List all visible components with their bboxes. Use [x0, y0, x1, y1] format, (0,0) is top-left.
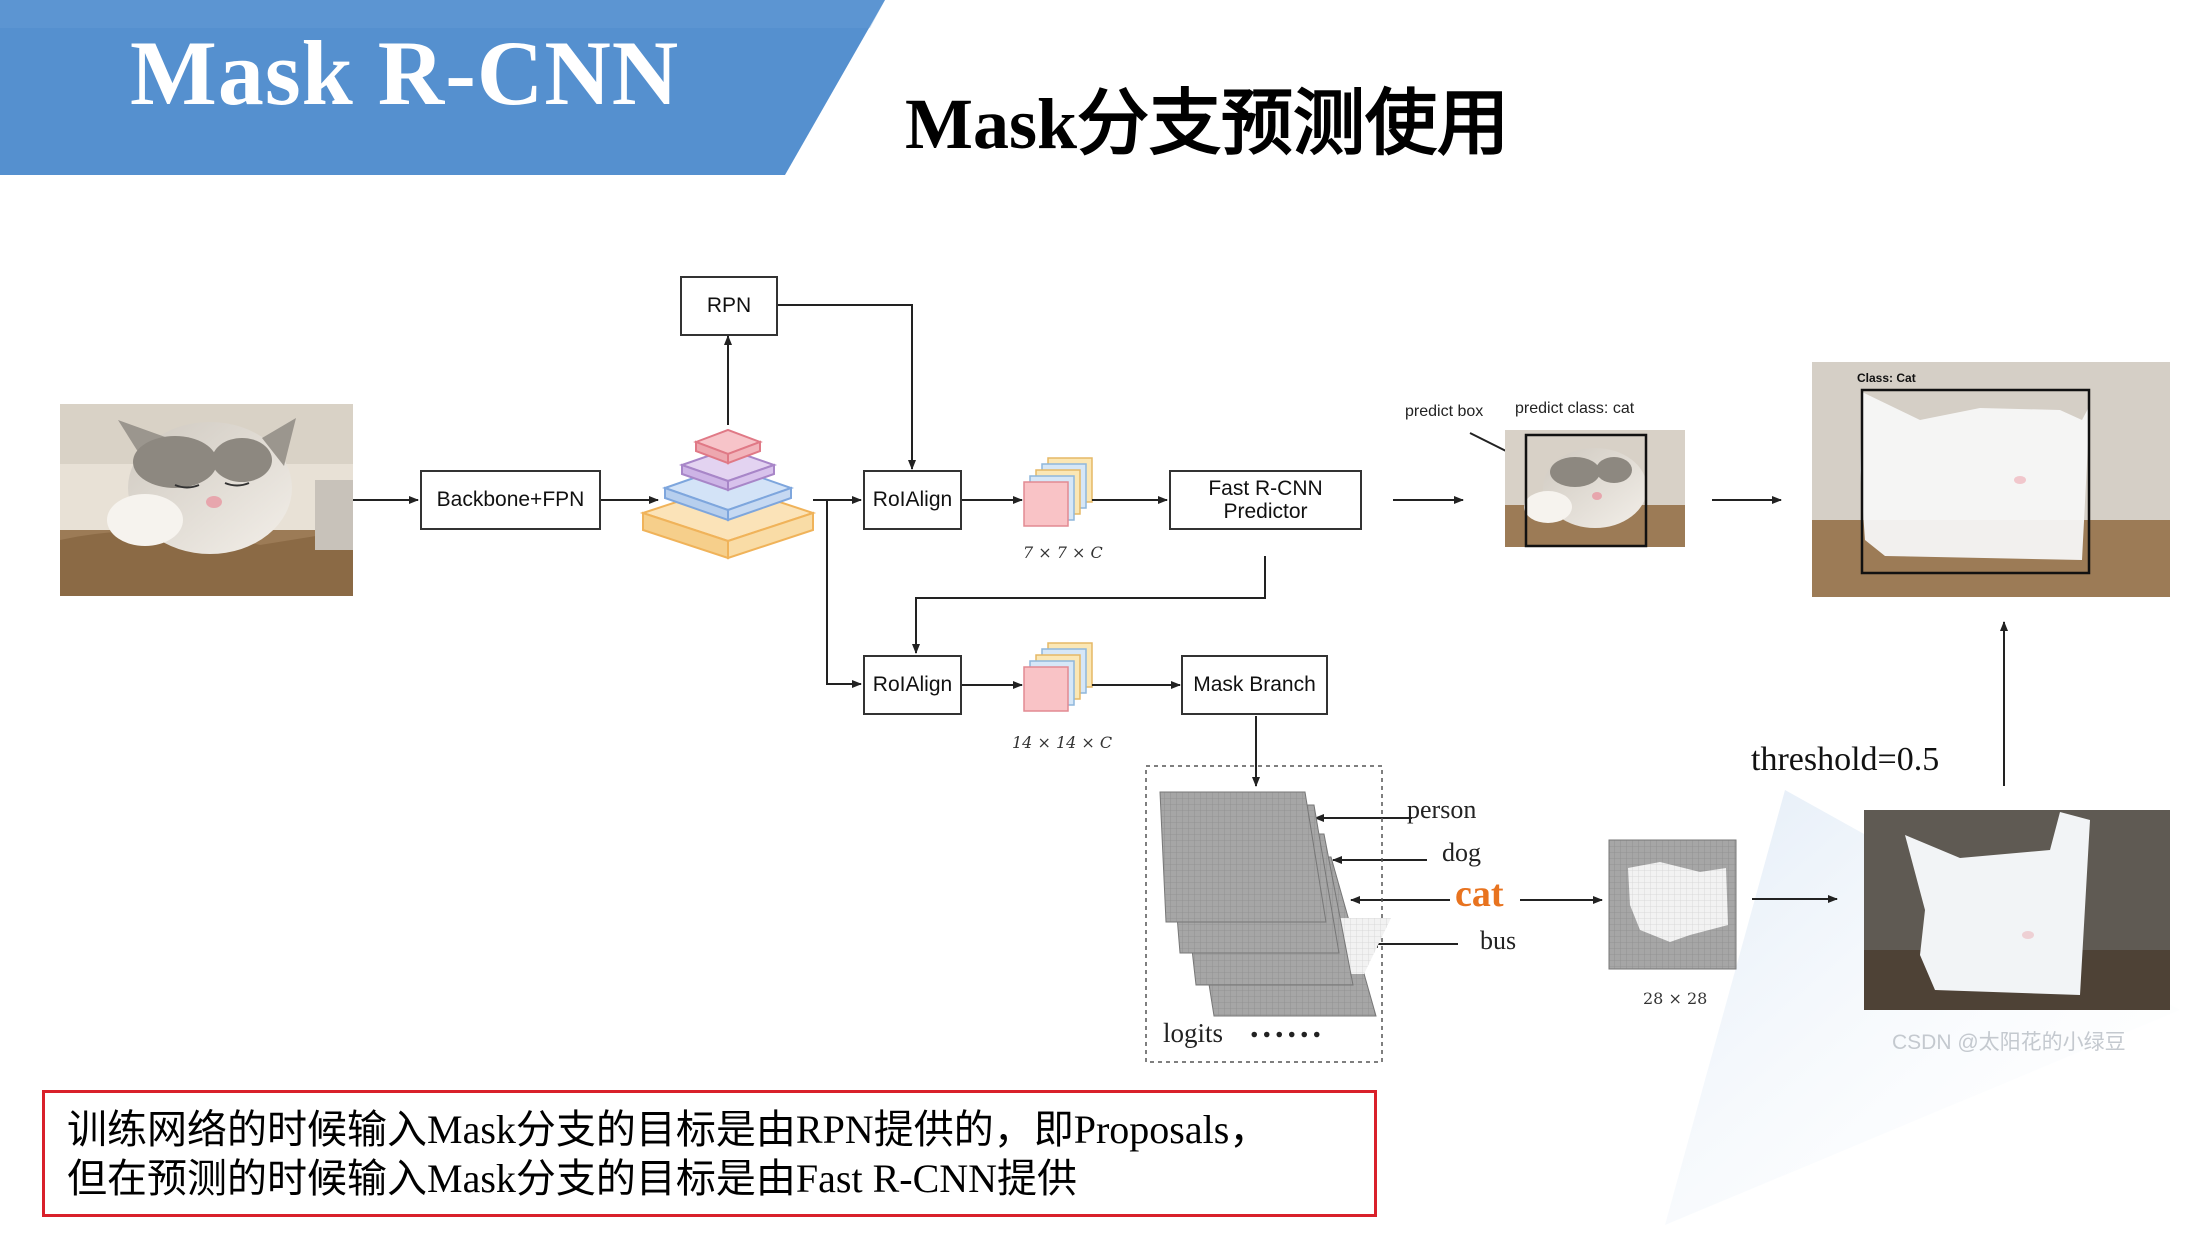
predict-box-label: predict box	[1405, 403, 1484, 420]
slide-title: Mask分支预测使用	[905, 84, 1510, 164]
mask-branch-box: Mask Branch	[1181, 655, 1328, 715]
logits-ellipsis: ......	[1250, 1008, 1325, 1045]
feature-stack-bottom	[1023, 642, 1093, 712]
class-cat-label: Class: Cat	[1857, 371, 1916, 385]
logits-stack	[1145, 765, 1391, 1063]
logits-label: logits	[1163, 1018, 1224, 1048]
mask-image	[1864, 810, 2170, 1010]
watermark: CSDN @太阳花的小绿豆	[1892, 1031, 2126, 1054]
final-result-image	[1812, 362, 2170, 597]
dim-bottom-label: 14 × 14 × C	[1012, 733, 1113, 752]
class-label-dog: dog	[1442, 838, 1481, 867]
fast-rcnn-predictor-box: Fast R-CNN Predictor	[1169, 470, 1362, 530]
note-line-2: 但在预测的时候输入Mask分支的目标是由Fast R-CNN提供	[67, 1156, 1078, 1201]
note-line-1: 训练网络的时候输入Mask分支的目标是由RPN提供的，即Proposals，	[67, 1107, 1270, 1152]
roialign-bottom-box: RoIAlign	[863, 655, 962, 715]
feature-stack-top	[1023, 457, 1093, 527]
header-banner	[0, 0, 885, 175]
threshold-label: threshold=0.5	[1751, 741, 1940, 778]
dim-top-label: 7 × 7 × C	[1023, 543, 1103, 562]
fpn-pyramid	[639, 428, 817, 560]
predict-box-image	[1505, 430, 1685, 548]
class-label-cat: cat	[1455, 873, 1504, 915]
rpn-box: RPN	[680, 276, 778, 336]
arrows	[353, 304, 2008, 948]
fast-rcnn-line1: Fast R-CNN	[1208, 476, 1323, 500]
input-cat-image	[60, 404, 353, 596]
mask-28x28	[1608, 839, 1737, 970]
predict-class-label: predict class: cat	[1515, 400, 1635, 417]
class-label-person: person	[1407, 795, 1477, 824]
fast-rcnn-line2: Predictor	[1223, 500, 1308, 523]
backbone-fpn-box: Backbone+FPN	[420, 470, 601, 530]
banner-title: Mask R-CNN	[130, 22, 680, 124]
mask-size-label: 28 × 28	[1643, 989, 1708, 1008]
roialign-top-box: RoIAlign	[863, 470, 962, 530]
note-box: 训练网络的时候输入Mask分支的目标是由RPN提供的，即Proposals， 但…	[42, 1090, 1377, 1217]
class-label-bus: bus	[1480, 926, 1517, 955]
